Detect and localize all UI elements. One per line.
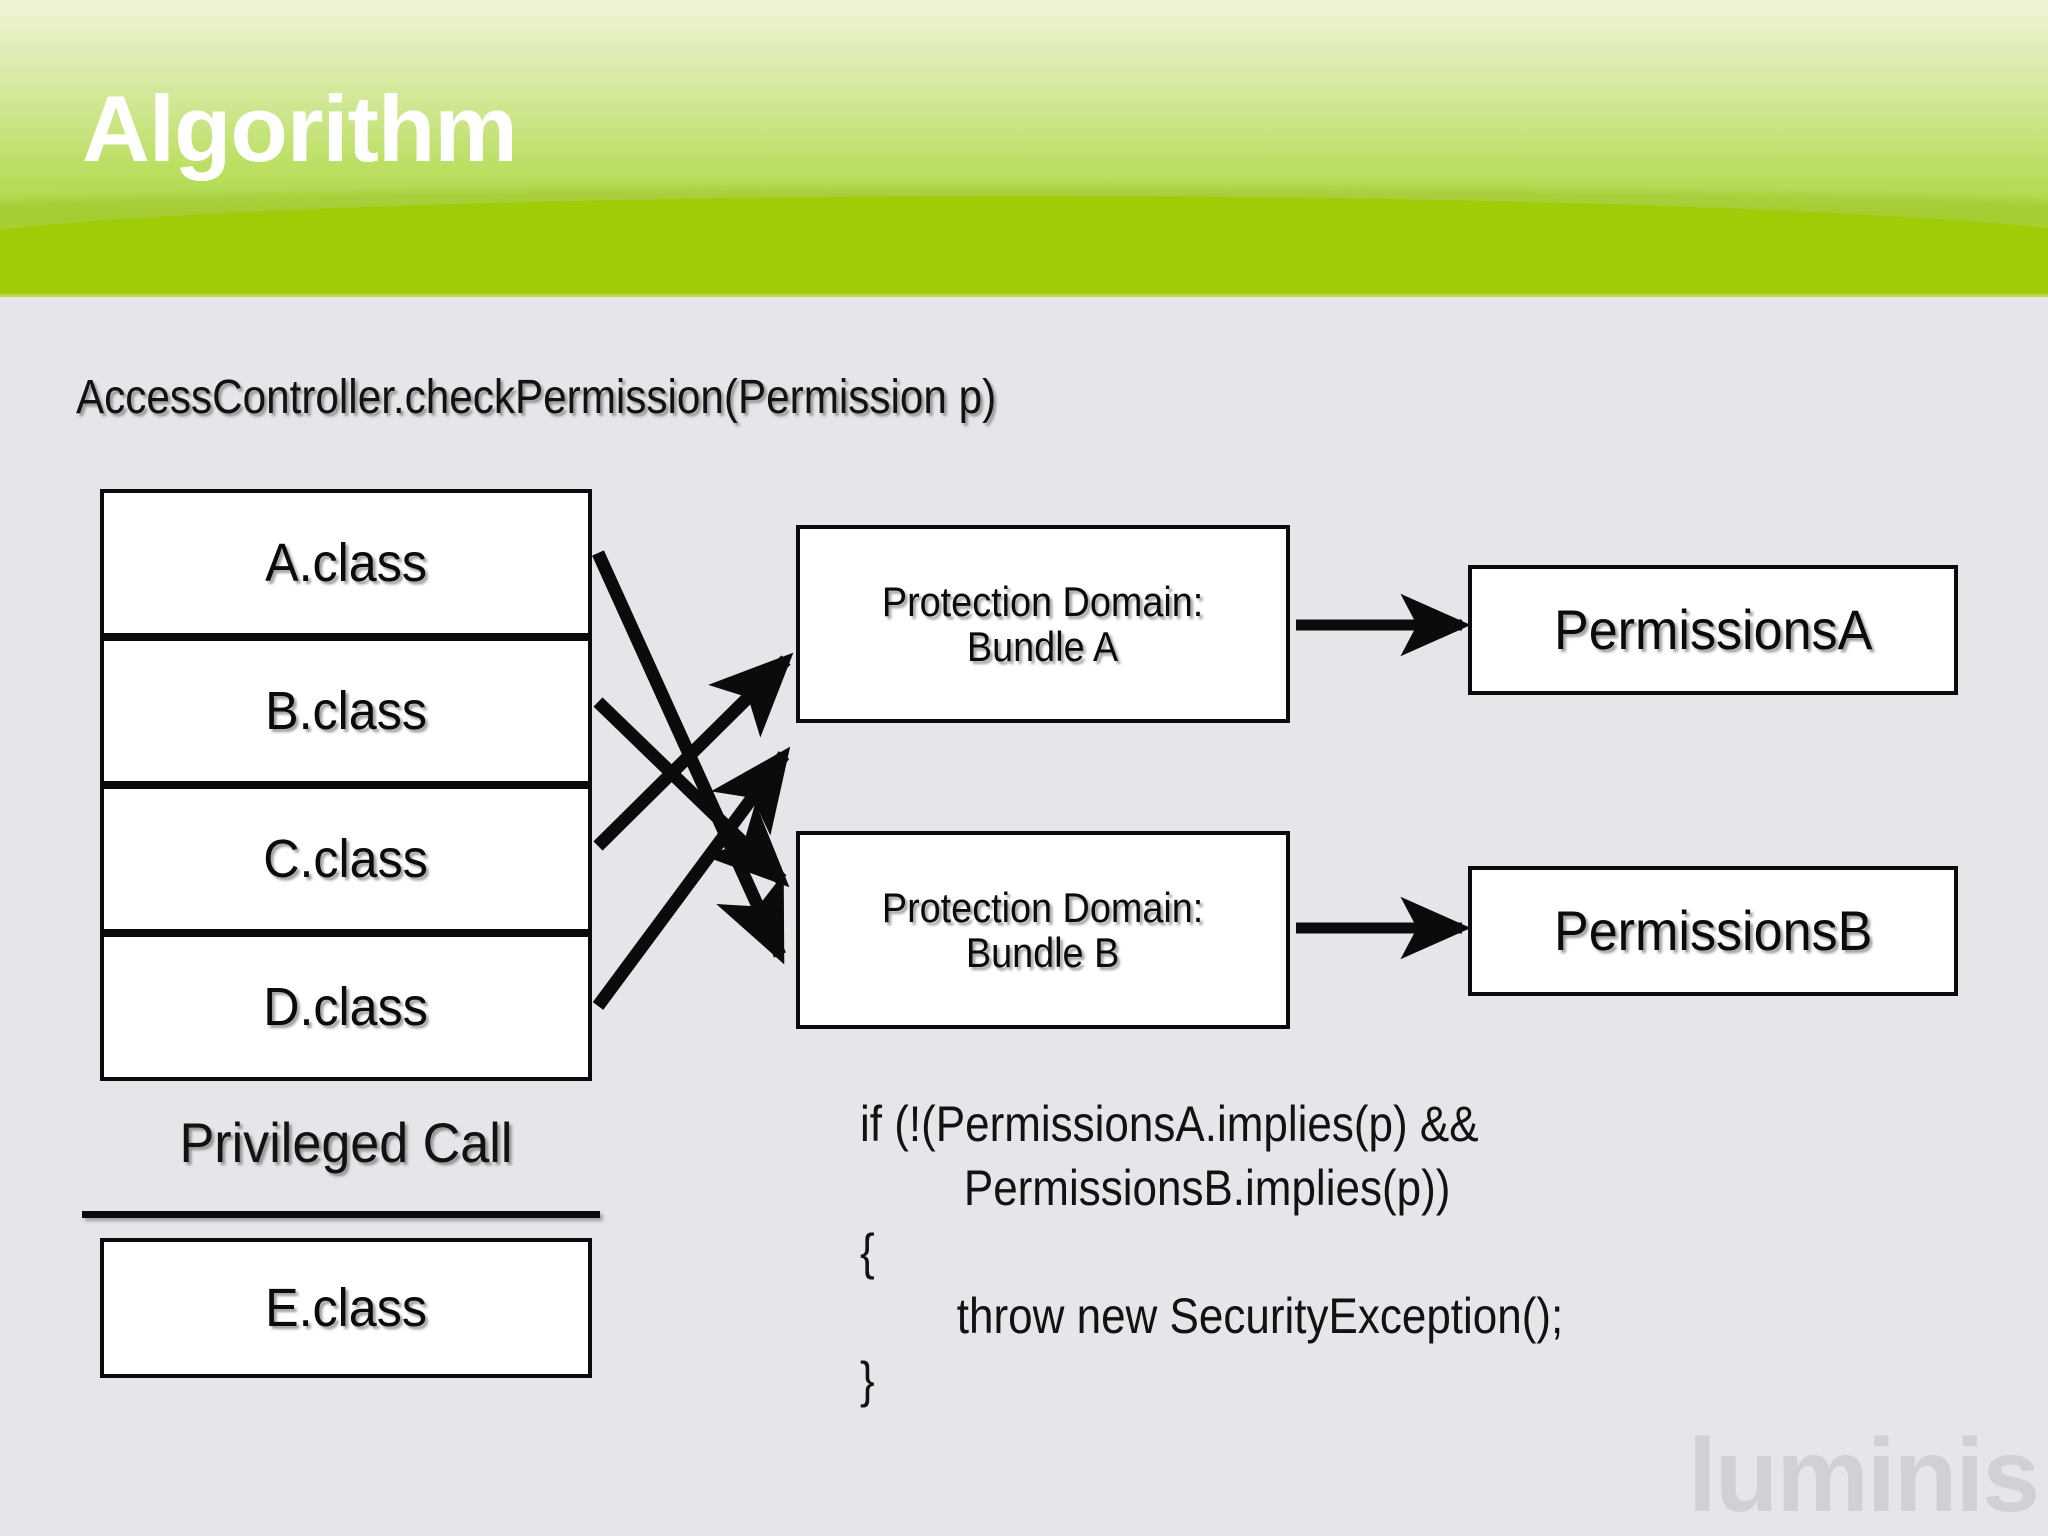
privileged-call-divider bbox=[82, 1211, 600, 1218]
header-solid-base bbox=[0, 250, 2048, 297]
permissions-label: PermissionsA bbox=[1553, 597, 1873, 661]
call-stack-frame-label: E.class bbox=[265, 1277, 427, 1338]
protection-domain-bundle-a[interactable]: Protection Domain: Bundle A bbox=[796, 525, 1290, 723]
code-line: PermissionsB.implies(p)) bbox=[963, 1160, 1451, 1216]
call-stack-frame-label: C.class bbox=[263, 828, 429, 889]
protection-domain-subtitle: Bundle B bbox=[966, 929, 1120, 976]
method-signature-label: AccessController.checkPermission(Permiss… bbox=[76, 371, 997, 424]
protection-domain-text: Protection Domain: Bundle A bbox=[882, 577, 1204, 670]
call-stack-frame-e[interactable]: E.class bbox=[100, 1238, 592, 1378]
permissions-a-box[interactable]: PermissionsA bbox=[1468, 565, 1958, 695]
code-snippet: if (!(PermissionsA.implies(p) && Permiss… bbox=[860, 1092, 1890, 1412]
call-stack-frame-label: A.class bbox=[265, 532, 427, 593]
code-line: if (!(PermissionsA.implies(p) && bbox=[860, 1096, 1479, 1152]
protection-domain-title: Protection Domain: bbox=[882, 883, 1204, 931]
protection-domain-title: Protection Domain: bbox=[882, 577, 1204, 625]
code-line: { bbox=[860, 1224, 875, 1280]
call-stack-frame-d[interactable]: D.class bbox=[100, 933, 592, 1081]
call-stack-frame-label: B.class bbox=[265, 680, 427, 741]
protection-domain-bundle-b[interactable]: Protection Domain: Bundle B bbox=[796, 831, 1290, 1029]
privileged-call-label: Privileged Call bbox=[179, 1111, 513, 1174]
code-line: } bbox=[860, 1352, 875, 1408]
call-stack-frame-c[interactable]: C.class bbox=[100, 785, 592, 933]
code-line: throw new SecurityException(); bbox=[956, 1288, 1564, 1344]
call-stack-frame-a[interactable]: A.class bbox=[100, 489, 592, 637]
permissions-b-box[interactable]: PermissionsB bbox=[1468, 866, 1958, 996]
page-title: Algorithm bbox=[82, 76, 518, 181]
protection-domain-subtitle: Bundle A bbox=[967, 623, 1119, 670]
header-bottom-edge bbox=[0, 294, 2048, 297]
call-stack-frame-b[interactable]: B.class bbox=[100, 637, 592, 785]
luminis-watermark-logo: luminis bbox=[1688, 1418, 2040, 1534]
slide-header-banner bbox=[0, 0, 2048, 297]
call-stack-frame-label: D.class bbox=[263, 976, 429, 1037]
permissions-label: PermissionsB bbox=[1553, 898, 1873, 962]
protection-domain-text: Protection Domain: Bundle B bbox=[882, 883, 1204, 976]
